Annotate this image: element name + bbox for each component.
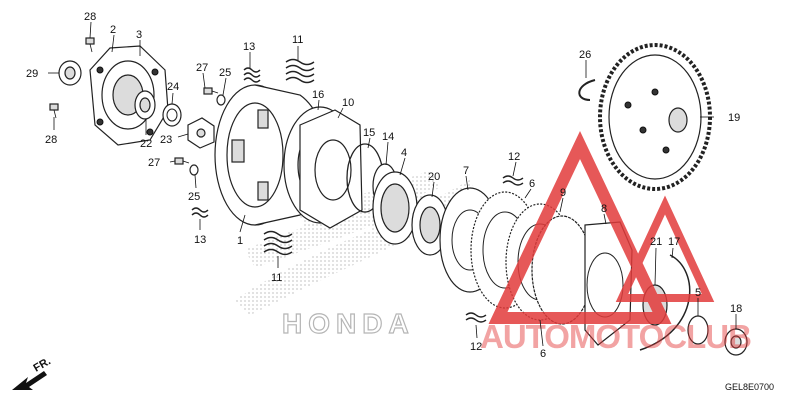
part-19-ring-gear [598,43,712,191]
callout-27: 27 [196,62,208,74]
part-25-washer-b [189,164,199,176]
part-4-oneway [372,171,418,245]
callout-21: 21 [650,236,662,248]
leader-lines [48,21,737,347]
part-23-cam [187,117,215,149]
callout-4: 4 [401,147,407,159]
callout-23: 23 [160,134,172,146]
part-11-spring-top [285,58,315,84]
part-3-cover [89,45,169,146]
watermark: AUTOMOTOCLUB [480,130,752,355]
callout-28: 28 [45,134,57,146]
callout-1: 1 [237,235,243,247]
front-direction-arrow: FR. [12,355,53,390]
callout-28: 28 [84,11,96,23]
callout-6: 6 [540,348,546,360]
part-28-bolt-top [85,37,95,53]
callout-3: 3 [136,29,142,41]
callout-25: 25 [188,191,200,203]
honda-brand-text: HONDA [282,308,415,339]
callout-25: 25 [219,67,231,79]
part-20-gear [411,194,449,256]
callout-22: 22 [140,138,152,150]
callout-13: 13 [194,234,206,246]
callout-10: 10 [342,97,354,109]
callout-8: 8 [601,203,607,215]
part-12-spring-bottom [465,312,487,323]
part-12-spring-top [502,175,524,186]
callout-6: 6 [529,178,535,190]
callout-16: 16 [312,89,324,101]
part-13-spring-top [243,67,261,83]
callout-2: 2 [110,24,116,36]
callout-11: 11 [271,272,282,284]
part-26-circlip [578,79,596,101]
part-11-spring-bottom [263,230,293,256]
diagram-code: GEL8E0700 [725,382,774,392]
callout-12: 12 [508,151,520,163]
part-28-bolt-bottom [49,103,59,119]
callout-labels: 28 2 3 29 28 22 24 23 27 25 27 25 13 13 … [26,11,742,360]
part-22-hub [134,90,156,120]
callout-29: 29 [26,68,38,80]
part-24-washer [162,103,182,127]
callout-26: 26 [579,49,591,61]
callout-5: 5 [695,287,701,299]
callout-11: 11 [292,34,303,46]
callout-19: 19 [728,112,740,124]
part-27-bolt-b [174,157,190,165]
front-direction-label: FR. [32,355,53,374]
callout-14: 14 [382,131,394,143]
callout-7: 7 [463,165,469,177]
part-10-plate [299,109,363,229]
part-25-washer-a [216,94,226,106]
callout-18: 18 [730,303,742,315]
callout-17: 17 [668,236,680,248]
callout-27: 27 [148,157,160,169]
callout-12: 12 [470,341,482,353]
callout-20: 20 [428,171,440,183]
callout-9: 9 [560,187,566,199]
part-27-bolt-a [203,87,219,95]
part-18-seal [724,328,748,356]
part-13-spring-bottom [191,207,209,218]
part-29-seal [58,60,82,86]
callout-24: 24 [167,81,179,93]
callout-15: 15 [363,127,375,139]
watermark-text: AUTOMOTOCLUB [480,318,751,355]
callout-13: 13 [243,41,255,53]
